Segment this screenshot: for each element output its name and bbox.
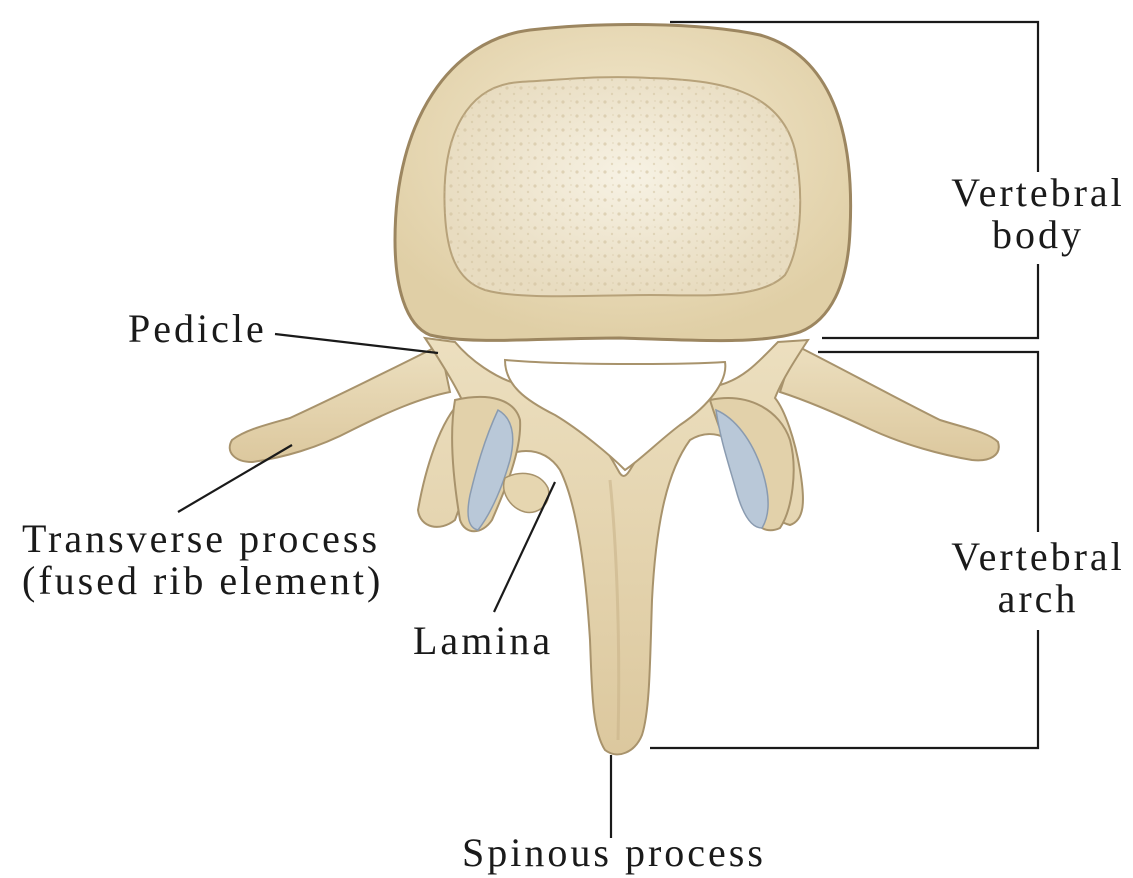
vertebral-arch-bracket-lower [650, 630, 1038, 748]
vertebral-arch-label: Vertebral arch [948, 536, 1128, 620]
vertebral-body-bracket-lower [822, 264, 1038, 338]
vertebral-body-shape [395, 25, 851, 341]
lamina-bump [504, 473, 549, 512]
transverse-process-line-2: (fused rib element) [22, 560, 383, 602]
vertebral-arch-line-2: arch [948, 578, 1128, 620]
lamina-label: Lamina [413, 620, 553, 662]
vertebral-arch-line-1: Vertebral [948, 536, 1128, 578]
transverse-process-line-1: Transverse process [22, 518, 383, 560]
spinous-process-label: Spinous process [454, 832, 774, 874]
vertebral-body-label: Vertebral body [948, 172, 1128, 256]
transverse-process-label: Transverse process (fused rib element) [22, 518, 383, 602]
vertebral-body-line-2: body [948, 214, 1128, 256]
vertebral-body-line-1: Vertebral [948, 172, 1128, 214]
pedicle-leader [275, 334, 438, 353]
pedicle-label: Pedicle [128, 308, 267, 350]
right-transverse-process [780, 345, 999, 460]
left-transverse-process [230, 345, 450, 462]
